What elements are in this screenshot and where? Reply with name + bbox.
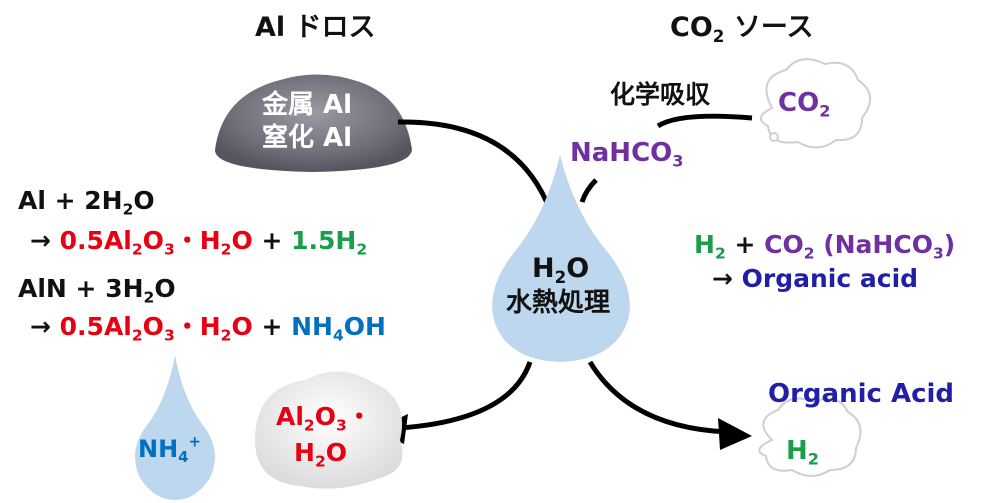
h2-cloud <box>758 397 862 477</box>
alumina-label-line2: H2O <box>294 438 347 471</box>
equation-al-rhs: → 0.5Al2O3・H2O + 1.5H2 <box>30 226 368 259</box>
co2-source-title: CO2 ソース <box>670 12 814 46</box>
hydrothermal-label: 水熱処理 <box>506 288 611 318</box>
al-dross-title: Al ドロス <box>255 12 376 43</box>
nh4-label: NH4+ <box>138 432 201 467</box>
al-dross-pile <box>215 74 412 172</box>
metal-al-label: 金属 Al <box>262 90 353 120</box>
organic-acid-title: Organic Acid <box>768 379 955 409</box>
dross-to-drop-arc <box>397 119 553 211</box>
nitride-al-label: 窒化 Al <box>262 123 353 153</box>
nahco3-label: NaHCO3 <box>570 138 684 171</box>
drop-h2o-label: H2O <box>532 253 590 287</box>
big-water-drop <box>492 155 630 362</box>
equation-al-lhs: Al + 2H2O <box>18 186 155 219</box>
co2-to-drop-arc-lower <box>579 178 598 203</box>
cloud-co2-label: CO2 <box>778 88 831 121</box>
chemical-absorption-label: 化学吸収 <box>610 80 711 109</box>
alumina-label-line1: Al2O3・ <box>276 402 372 435</box>
drop-to-organic-arrow <box>587 360 729 435</box>
alumina-powder-pile <box>255 371 403 489</box>
equation-aln-lhs: AlN + 3H2O <box>18 274 176 307</box>
small-water-drop <box>135 355 215 500</box>
drop-to-alumina-arrow <box>399 361 533 431</box>
equation-organic-lhs: H2 + CO2 (NaHCO3) <box>694 230 956 263</box>
equation-aln-rhs: → 0.5Al2O3・H2O + NH4OH <box>30 312 386 345</box>
co2-to-drop-arc <box>656 113 753 129</box>
equation-organic-rhs: → Organic acid <box>712 264 919 293</box>
cloud-h2-label: H2 <box>786 436 819 469</box>
arrowhead-right <box>718 418 752 450</box>
co2-cloud-bubble <box>769 132 779 142</box>
